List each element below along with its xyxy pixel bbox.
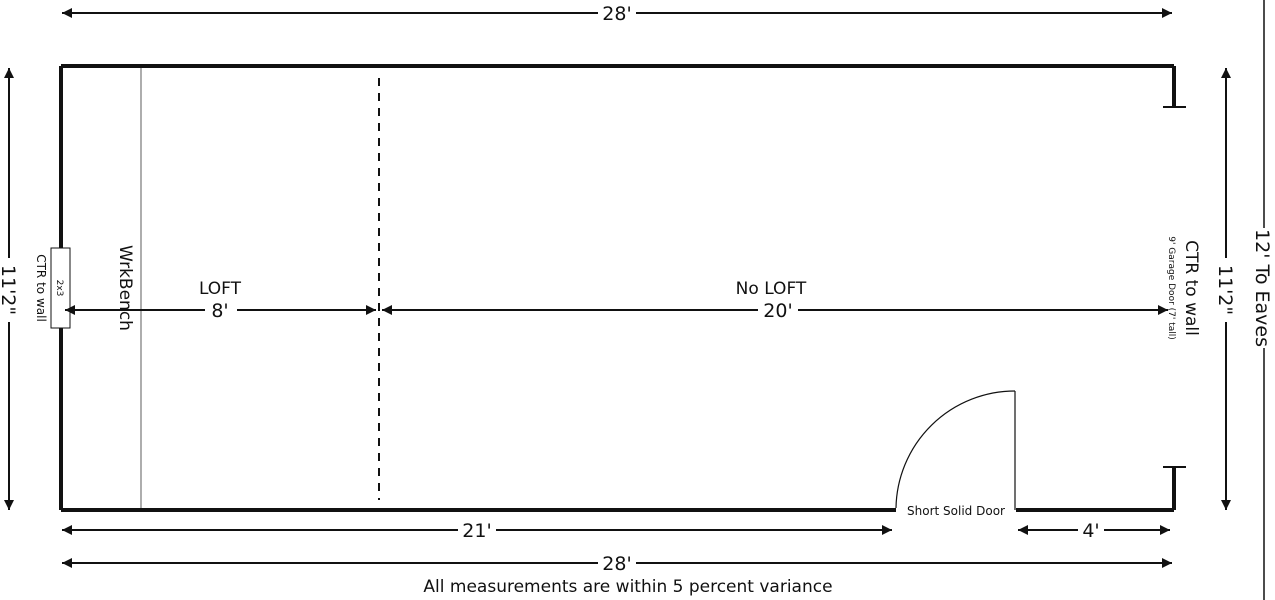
- loft-length-label: 8': [211, 300, 228, 322]
- dim-top-label: 28': [602, 3, 631, 25]
- footer-note: All measurements are within 5 percent va…: [423, 577, 832, 597]
- dim-bottom-label: 28': [602, 553, 631, 575]
- dim-4-label: 4': [1082, 520, 1099, 542]
- left-depth-label: 11'2": [0, 265, 19, 315]
- eaves-height-label: 12' To Eaves: [1251, 229, 1273, 347]
- building-walls: [59, 64, 1176, 512]
- ctr-to-wall-right-label: CTR to wall: [1181, 240, 1201, 336]
- garage-door-label: 9' Garage Door (7' tall): [1166, 236, 1176, 340]
- solid-door-label: Short Solid Door: [907, 504, 1005, 518]
- loft-label: LOFT: [199, 279, 242, 299]
- dim-21-label: 21': [462, 520, 491, 542]
- garage-door-jambs: [1163, 106, 1186, 468]
- ctr-to-wall-left-label: CTR to wall: [34, 254, 48, 322]
- workbench-label: WrkBench: [115, 245, 135, 331]
- right-depth-label: 11'2": [1214, 265, 1236, 315]
- no-loft-label: No LOFT: [736, 279, 807, 299]
- stud-label: 2x3: [54, 280, 64, 297]
- no-loft-length-label: 20': [763, 300, 792, 322]
- solid-door: [895, 390, 1016, 510]
